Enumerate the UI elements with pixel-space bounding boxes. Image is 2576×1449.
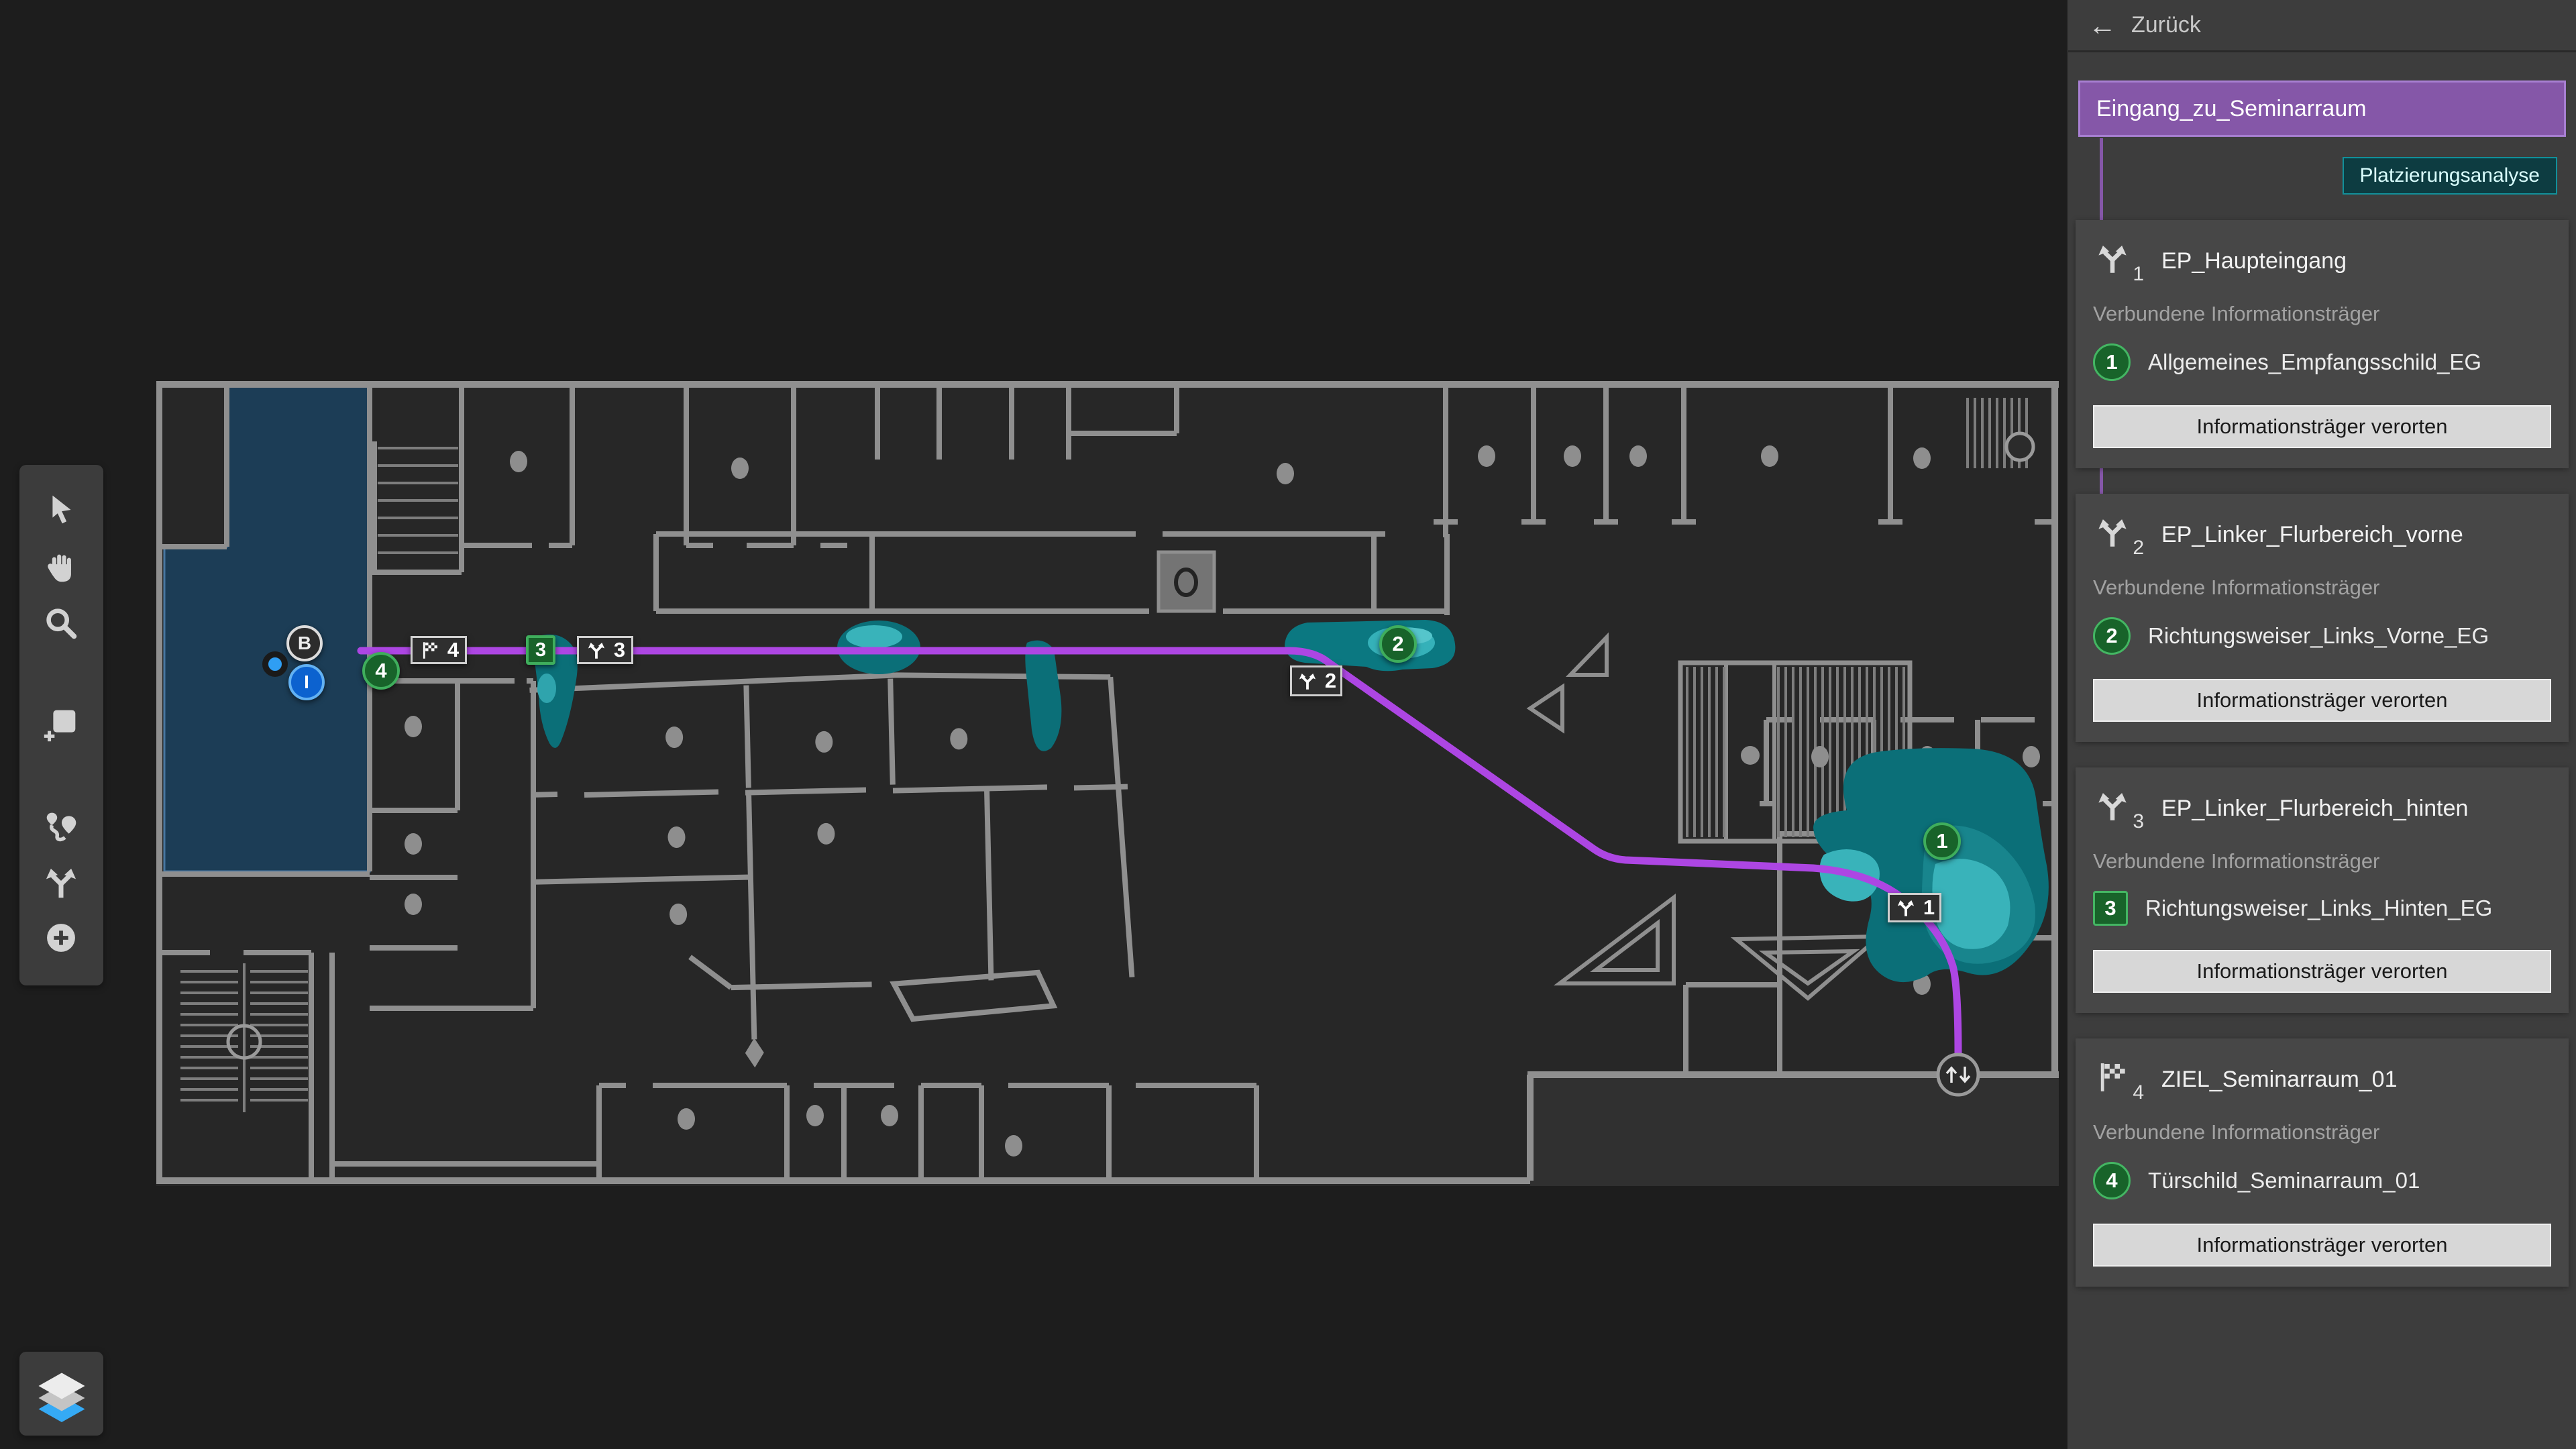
carrier-name: Allgemeines_Empfangsschild_EG [2148, 350, 2482, 374]
triangle-shapes [1526, 632, 1886, 1001]
waypoint-title: EP_Linker_Flurbereich_hinten [2161, 795, 2469, 821]
waypoint-number: 4 [2133, 1081, 2144, 1104]
locate-carrier-button[interactable]: Informationsträger verorten [2093, 405, 2551, 448]
waypoint-label-text: 3 [613, 638, 626, 661]
waypoint-number: 2 [2133, 537, 2144, 559]
route-panel: ← Zurück Eingang_zu_Seminarraum Platzier… [2067, 0, 2576, 1449]
fork-icon [1894, 896, 1917, 919]
waypoint-label-2[interactable]: 2 [1290, 665, 1342, 696]
route-tool-button[interactable] [40, 806, 82, 847]
hatched-corner [1966, 398, 2035, 468]
waypoint-card-1: 1 EP_Haupteingang Verbundene Information… [2076, 220, 2569, 468]
plus-circle-icon [47, 924, 75, 952]
waypoint-number: 1 [2133, 263, 2144, 285]
card-header: 1 EP_Haupteingang [2093, 239, 2551, 285]
connected-label: Verbundene Informationsträger [2093, 302, 2380, 325]
fork-tool-button[interactable] [40, 861, 82, 903]
carrier-badge: 4 [2093, 1162, 2131, 1199]
interior-walls [159, 381, 2055, 1183]
waypoint-label-goal[interactable]: 4 [411, 636, 467, 664]
stairs-top [378, 447, 458, 554]
fork-icon [585, 639, 608, 661]
building-marker[interactable]: B [286, 625, 323, 661]
select-tool-button[interactable] [40, 488, 82, 530]
locate-carrier-button[interactable]: Informationsträger verorten [2093, 1224, 2551, 1267]
fork-icon: 1 [2093, 239, 2147, 285]
map-background [156, 381, 2059, 1186]
add-tool-button[interactable] [40, 917, 82, 959]
placement-heatmap [533, 620, 2049, 983]
waypoint-card-3: 3 EP_Linker_Flurbereich_hinten Verbunden… [2076, 767, 2569, 1013]
waypoint-label-text: 1 [1923, 896, 1935, 919]
connected-label: Verbundene Informationsträger [2093, 576, 2380, 599]
carrier-marker-1[interactable]: 1 [1923, 822, 1961, 860]
area-select-tool-button[interactable] [40, 702, 82, 744]
waypoint-label-3[interactable]: 3 [577, 636, 633, 664]
elevator-room [1157, 550, 1216, 613]
floor-plan-canvas[interactable]: B I 4 4 3 3 2 2 1 1 [156, 381, 2059, 1186]
carrier-row: 4 Türschild_Seminarraum_01 [2093, 1162, 2551, 1199]
locate-carrier-button[interactable]: Informationsträger verorten [2093, 950, 2551, 993]
waypoint-title: EP_Linker_Flurbereich_vorne [2161, 521, 2463, 547]
zoom-tool-button[interactable] [40, 604, 82, 645]
carrier-badge: 2 [2093, 617, 2131, 655]
layers-button[interactable] [19, 1352, 103, 1436]
room-cluster [529, 672, 1135, 1068]
finish-flag-icon [419, 639, 441, 661]
tool-palette [19, 465, 103, 985]
waypoint-card-2: 2 EP_Linker_Flurbereich_vorne Verbundene… [2076, 494, 2569, 742]
finish-flag-icon: 4 [2093, 1057, 2147, 1104]
carrier-row: 1 Allgemeines_Empfangsschild_EG [2093, 343, 2551, 381]
route-pins-icon [46, 812, 76, 842]
fork-icon: 3 [2093, 786, 2147, 833]
card-header: 4 ZIEL_Seminarraum_01 [2093, 1057, 2551, 1104]
waypoint-title: ZIEL_Seminarraum_01 [2161, 1066, 2398, 1092]
layers-icon [38, 1373, 85, 1422]
cursor-icon [52, 495, 71, 524]
map-overlay: B I 4 4 3 3 2 2 1 1 [156, 381, 2059, 1186]
waypoint-label-text: 2 [1324, 669, 1337, 692]
hand-icon [48, 554, 71, 582]
floor-plan-svg [156, 381, 2059, 1186]
exterior-area [1530, 1075, 2059, 1186]
fork-icon: 2 [2093, 513, 2147, 559]
analysis-row: Platzierungsanalyse [2068, 157, 2576, 195]
route-title-chip[interactable]: Eingang_zu_Seminarraum [2078, 80, 2566, 137]
carrier-row: 2 Richtungsweiser_Links_Vorne_EG [2093, 617, 2551, 655]
door-dots [405, 445, 2040, 1157]
route-path [357, 647, 1962, 1059]
position-dot[interactable] [262, 651, 288, 677]
back-button[interactable]: ← Zurück [2068, 0, 2576, 52]
carrier-marker-2[interactable]: 2 [1379, 625, 1417, 663]
carrier-marker-3[interactable]: 3 [526, 635, 555, 665]
connected-label: Verbundene Informationsträger [2093, 1120, 2380, 1144]
waypoint-card-4: 4 ZIEL_Seminarraum_01 Verbundene Informa… [2076, 1038, 2569, 1287]
carrier-name: Türschild_Seminarraum_01 [2148, 1168, 2420, 1193]
carrier-badge: 3 [2093, 891, 2128, 926]
pan-tool-button[interactable] [40, 546, 82, 588]
waypoint-label-text: 4 [447, 638, 460, 661]
connected-label: Verbundene Informationsträger [2093, 849, 2380, 873]
carrier-badge: 1 [2093, 343, 2131, 381]
magnifier-icon [46, 608, 77, 639]
info-marker[interactable]: I [288, 664, 325, 700]
fork-icon [40, 861, 82, 903]
back-label: Zurück [2131, 12, 2201, 38]
waypoint-number: 3 [2133, 810, 2144, 833]
back-arrow-icon: ← [2088, 9, 2116, 41]
stairs-bottom [180, 963, 308, 1112]
carrier-name: Richtungsweiser_Links_Vorne_EG [2148, 623, 2489, 648]
area-select-icon [44, 710, 76, 742]
waypoint-title: EP_Haupteingang [2161, 248, 2347, 274]
placement-analysis-button[interactable]: Platzierungsanalyse [2342, 157, 2557, 195]
level-change-node[interactable] [1936, 1053, 1980, 1097]
carrier-name: Richtungsweiser_Links_Hinten_EG [2145, 896, 2493, 920]
waypoint-label-1[interactable]: 1 [1888, 893, 1941, 922]
carrier-row: 3 Richtungsweiser_Links_Hinten_EG [2093, 891, 2551, 926]
locate-carrier-button[interactable]: Informationsträger verorten [2093, 679, 2551, 722]
carrier-marker-4[interactable]: 4 [362, 652, 400, 690]
card-header: 3 EP_Linker_Flurbereich_hinten [2093, 786, 2551, 833]
fork-icon [1296, 669, 1319, 692]
card-header: 2 EP_Linker_Flurbereich_vorne [2093, 513, 2551, 559]
